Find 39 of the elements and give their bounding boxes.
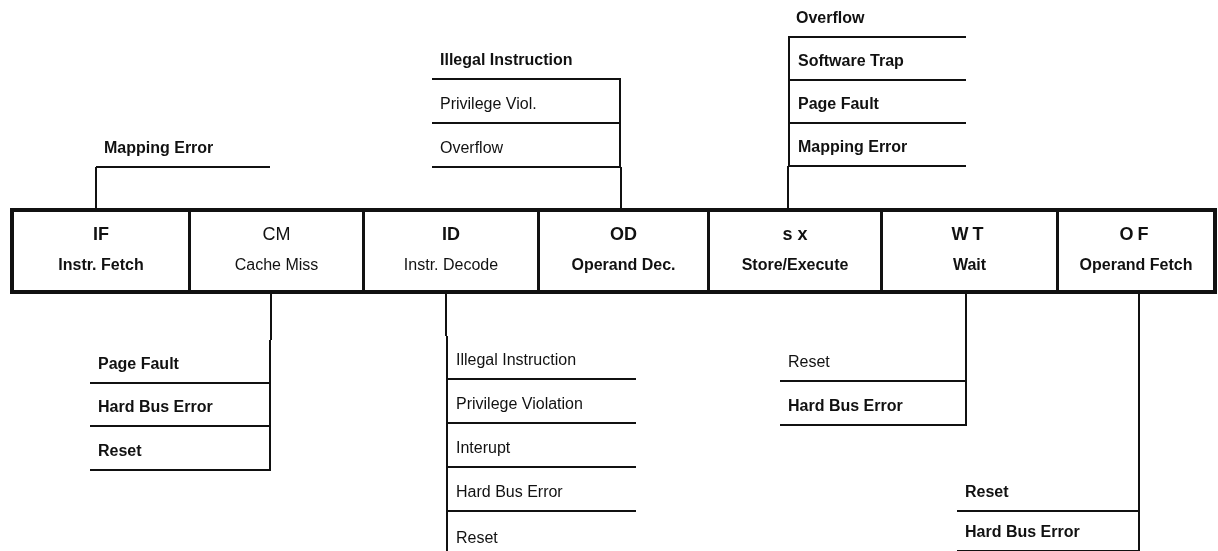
exception-label: Illegal Instruction xyxy=(446,336,636,380)
stage-name: Operand Fetch xyxy=(1078,256,1194,274)
exception-label: Mapping Error xyxy=(96,125,270,168)
pipeline-bar xyxy=(10,208,1217,294)
stage-code: CM xyxy=(261,224,292,245)
exception-label: Page Fault xyxy=(90,340,271,384)
exception-label: Illegal Instruction xyxy=(432,36,621,80)
stage-code: ID xyxy=(441,224,461,245)
stage-code: IF xyxy=(92,224,110,245)
exception-label: Interupt xyxy=(446,424,636,468)
stage-code: OF xyxy=(1118,224,1154,245)
exception-list xyxy=(780,338,967,426)
exception-label: Privilege Violation xyxy=(446,380,636,424)
stage-name: Wait xyxy=(951,256,988,274)
exception-label: Reset xyxy=(780,338,967,382)
stage-name: Instr. Decode xyxy=(402,256,500,274)
exception-list xyxy=(90,340,271,471)
exception-label: Reset xyxy=(90,427,271,471)
exception-label: Page Fault xyxy=(788,81,966,124)
exception-label: Hard Bus Error xyxy=(957,512,1140,551)
stage-name: Store/Execute xyxy=(740,256,850,274)
exception-label: Reset xyxy=(446,512,636,551)
stage-code: s x xyxy=(781,224,809,245)
stage-code: OD xyxy=(609,224,638,245)
stage-name: Operand Dec. xyxy=(570,256,677,274)
exception-list xyxy=(957,469,1140,551)
exception-label: Hard Bus Error xyxy=(90,383,271,427)
exception-label: Hard Bus Error xyxy=(446,468,636,512)
exception-label: Software Trap xyxy=(788,38,966,81)
exception-label: Overflow xyxy=(432,124,621,168)
stage-name: Cache Miss xyxy=(233,256,320,274)
exception-label: Overflow xyxy=(788,2,966,38)
exception-label: Mapping Error xyxy=(788,124,966,167)
stage-name: Instr. Fetch xyxy=(57,256,145,274)
exception-list xyxy=(446,336,636,551)
exception-label: Hard Bus Error xyxy=(780,382,967,426)
exception-label: Reset xyxy=(957,469,1140,512)
exception-label: Privilege Viol. xyxy=(432,80,621,124)
stage-code: WT xyxy=(950,224,989,245)
